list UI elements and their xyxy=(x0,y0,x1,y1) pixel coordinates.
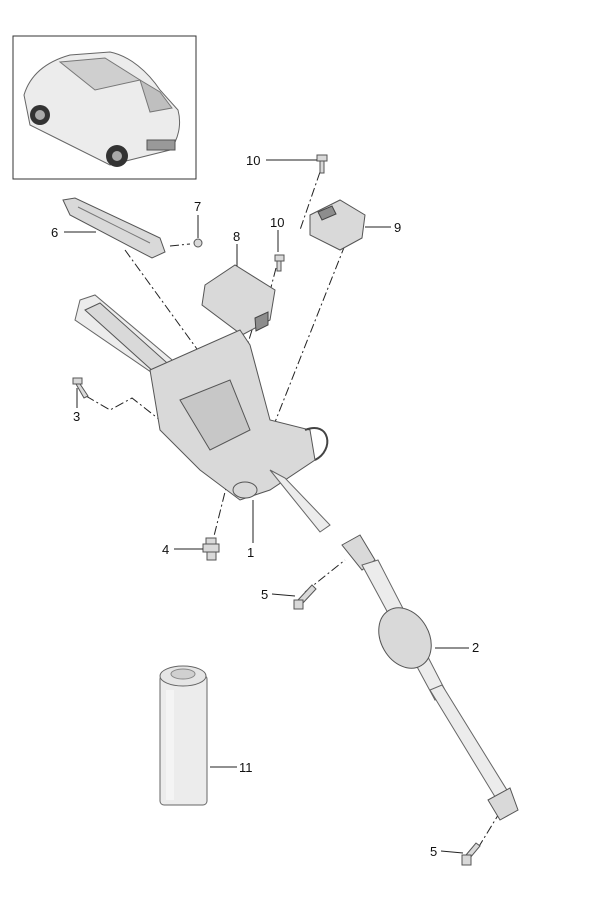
part-4-bolt xyxy=(202,537,220,561)
vehicle-inset xyxy=(12,35,197,180)
part-3-bolt xyxy=(72,377,89,399)
callout-2: 2 xyxy=(472,640,479,655)
callout-6: 6 xyxy=(51,225,58,240)
part-10-screw-lower xyxy=(274,254,285,272)
part-8-control-unit xyxy=(201,264,276,336)
part-10-screw-upper xyxy=(316,154,328,174)
part-2-intermediate-shaft xyxy=(341,534,519,821)
callout-3: 3 xyxy=(73,409,80,424)
callout-5-lower: 5 xyxy=(430,844,437,859)
part-6-bracket xyxy=(62,197,166,259)
callout-5-upper: 5 xyxy=(261,587,268,602)
car-illustration xyxy=(23,51,181,167)
part-9-module xyxy=(309,199,366,251)
callout-10-lower: 10 xyxy=(270,215,284,230)
part-11-spray-can xyxy=(159,665,208,806)
part-5-bolt-upper xyxy=(293,584,317,610)
part-5-bolt-lower xyxy=(461,842,481,866)
part-1-steering-column xyxy=(74,294,331,533)
callout-9: 9 xyxy=(394,220,401,235)
leader-lines xyxy=(64,159,469,854)
callout-8: 8 xyxy=(233,229,240,244)
callout-11: 11 xyxy=(239,760,253,775)
callout-7: 7 xyxy=(194,199,201,214)
part-7-nut xyxy=(193,238,203,248)
callouts: 10 9 7 6 10 8 3 4 1 5 2 11 5 xyxy=(51,153,479,859)
callout-1: 1 xyxy=(247,545,254,560)
callout-4: 4 xyxy=(162,542,169,557)
assembly-lines xyxy=(85,171,501,849)
callout-10-upper: 10 xyxy=(246,153,260,168)
